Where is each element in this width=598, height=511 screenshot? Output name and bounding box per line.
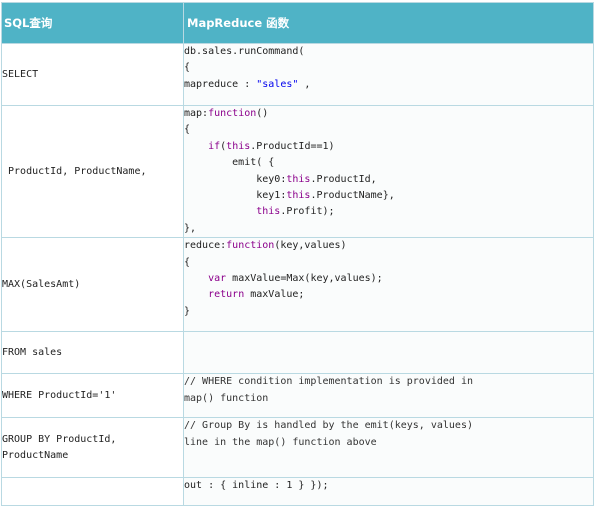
code-token: maxValue=Max(key,values); [226,272,383,284]
code-token: if [208,140,221,152]
code-line: // Group By is handled by the emit(keys,… [184,418,593,434]
code-line: if(this.ProductId==1) [184,139,593,155]
code-token [184,141,208,152]
code-line: db.sales.runCommand( [184,44,593,60]
code-token: reduce: [184,240,227,252]
code-line: map:function() [184,106,593,122]
code-token: { [184,124,191,136]
code-token [184,289,208,300]
code-token: out : { inline : 1 } }); [184,480,329,492]
code-line: key0:this.ProductId, [184,172,593,188]
code-line: { [184,255,593,271]
code-line: out : { inline : 1 } }); [184,478,593,494]
code-token: return [208,289,245,301]
table-row: ProductId, ProductName,map:function() { i… [1,104,594,239]
code-token: function [208,108,257,119]
code-token: (key,values) [274,240,347,252]
table-row: MAX(SalesAmt)reduce:function(key,values)… [1,237,594,333]
code-token: // WHERE condition implementation is pro… [184,376,473,388]
table-row: FROM sales [1,331,594,375]
code-line: mapreduce : "sales" , [184,77,593,93]
table-row: out : { inline : 1 } }); [1,477,594,507]
sql-cell: FROM sales [1,331,184,375]
code-token: }, [184,222,197,234]
code-token: { [184,62,191,74]
code-line: key1:this.ProductName}, [184,188,593,204]
code-token: this [286,173,311,185]
code-line: this.Profit); [184,204,593,220]
mapreduce-code-cell: // WHERE condition implementation is pro… [183,373,594,419]
code-line: } [184,304,593,320]
code-token: } [184,305,191,317]
sql-cell: MAX(SalesAmt) [1,237,184,333]
mapreduce-code-cell: map:function(){ if(this.ProductId==1) em… [183,104,594,239]
code-line: // WHERE condition implementation is pro… [184,374,593,390]
code-token: key0: [184,173,287,185]
code-line: emit( { [184,155,593,171]
header-mapreduce: MapReduce 函数 [183,2,594,44]
sql-cell: WHERE ProductId='1' [1,373,184,419]
code-line: return maxValue; [184,287,593,303]
code-token: this [226,140,251,152]
code-token: ( [220,140,227,152]
code-token: this [256,206,281,218]
table-row: GROUP BY ProductId, ProductName// Group … [1,417,594,479]
code-token: maxValue; [244,289,305,301]
table-row: WHERE ProductId='1'// WHERE condition im… [1,373,594,419]
code-token: { [184,256,191,268]
mapreduce-code-cell: out : { inline : 1 } }); [183,477,594,507]
code-token: .ProductId, [310,173,377,185]
header-sql: SQL查询 [1,2,184,44]
mapreduce-code-cell [183,331,594,375]
code-token: this [286,189,311,201]
code-token: , [298,78,311,90]
mapreduce-code-cell: reduce:function(key,values) { var maxValu… [183,237,594,333]
code-token: var [208,272,227,284]
code-token: .ProductName}, [310,189,395,201]
code-line: }, [184,221,593,237]
code-token: emit( { [184,157,275,169]
code-token: () [256,108,269,119]
code-line: { [184,122,593,138]
code-token [184,273,208,284]
code-line: line in the map() function above [184,435,593,451]
code-token: map() function [184,392,269,404]
code-token: mapreduce : [184,78,257,90]
mapreduce-code-cell: db.sales.runCommand( { mapreduce : "sales"… [183,43,594,106]
code-token: // Group By is handled by the emit(keys,… [184,420,473,432]
code-line: reduce:function(key,values) [184,238,593,254]
code-token: line in the map() function above [184,436,377,448]
mapreduce-code-cell: // Group By is handled by the emit(keys,… [183,417,594,479]
sql-cell: ProductId, ProductName, [1,104,184,239]
code-token: map: [184,108,209,119]
sql-cell: SELECT [1,43,184,106]
code-line: map() function [184,391,593,407]
code-token: db.sales.runCommand( [184,46,305,57]
code-token [184,206,256,217]
code-line: var maxValue=Max(key,values); [184,271,593,287]
code-line: { [184,60,593,76]
code-token: .ProductId==1) [250,140,335,152]
code-token: .Profit); [280,206,335,218]
code-token: key1: [184,189,287,201]
code-token: "sales" [256,78,299,90]
sql-cell [1,477,184,507]
sql-cell: GROUP BY ProductId, ProductName [1,417,184,479]
code-token: function [226,240,275,252]
table-header-row: SQL查询 MapReduce 函数 [1,2,594,44]
